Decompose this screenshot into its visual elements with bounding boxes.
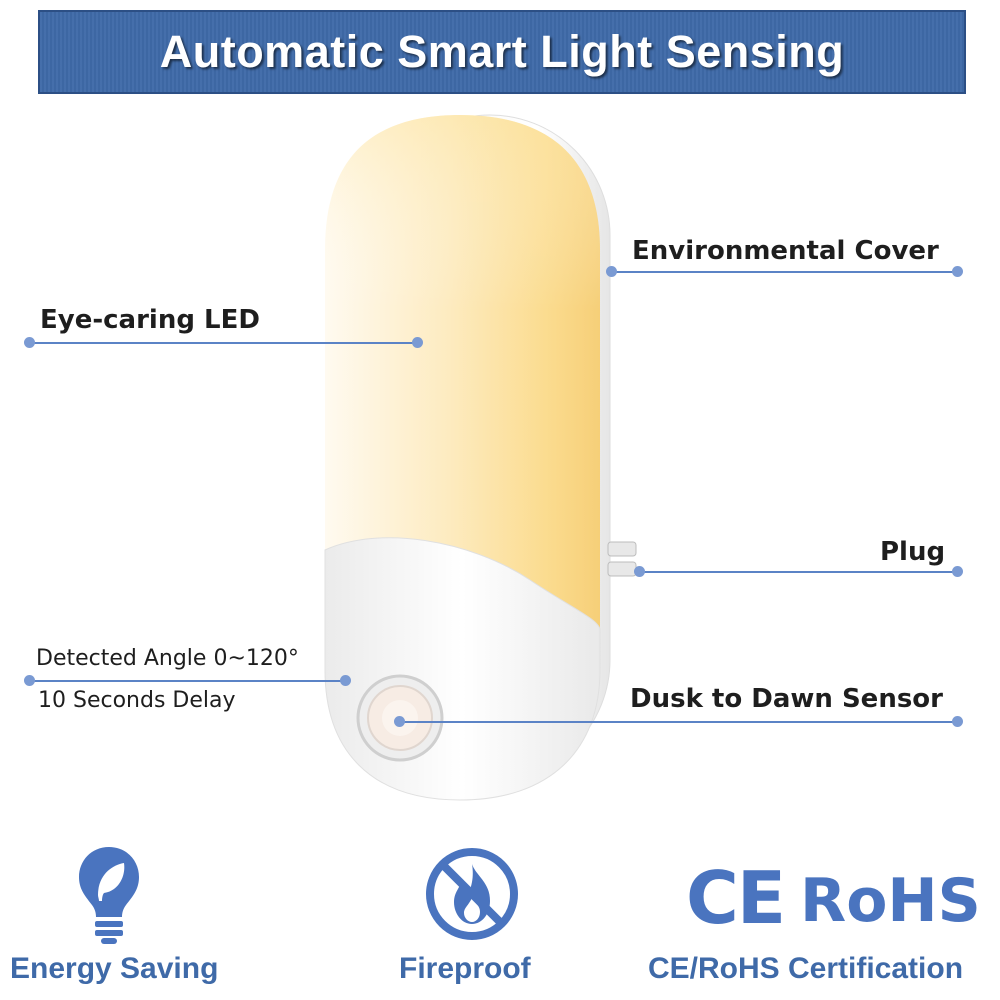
detected-angle-dot-start — [24, 675, 35, 686]
environmental-cover-line — [610, 271, 958, 273]
plug-dot-start — [634, 566, 645, 577]
ce-mark: CE — [686, 856, 786, 940]
environmental-cover-dot-end — [952, 266, 963, 277]
rohs-mark: RoHS — [800, 866, 981, 936]
delay-label: 10 Seconds Delay — [38, 688, 236, 713]
fireproof-label: Fireproof — [399, 952, 531, 985]
eye-caring-led-line — [30, 342, 418, 344]
night-light-product — [324, 114, 637, 801]
no-fire-icon — [426, 848, 518, 940]
eye-caring-led-dot-end — [412, 337, 423, 348]
plug-dot-end — [952, 566, 963, 577]
plug-line — [640, 571, 958, 573]
eye-caring-led-dot-start — [24, 337, 35, 348]
plug-label: Plug — [880, 537, 946, 567]
detected-angle-dot-end — [340, 675, 351, 686]
title-banner: Automatic Smart Light Sensing — [38, 10, 966, 94]
dusk-to-dawn-label: Dusk to Dawn Sensor — [630, 684, 943, 714]
eye-caring-led-label: Eye-caring LED — [40, 305, 260, 335]
dusk-to-dawn-dot-end — [952, 716, 963, 727]
environmental-cover-label: Environmental Cover — [632, 236, 939, 266]
banner-title: Automatic Smart Light Sensing — [159, 26, 845, 77]
detected-angle-line — [30, 680, 346, 682]
dusk-to-dawn-dot-start — [394, 716, 405, 727]
certification-label: CE/RoHS Certification — [648, 952, 964, 985]
environmental-cover-dot-start — [606, 266, 617, 277]
detected-angle-label: Detected Angle 0~120° — [36, 646, 299, 671]
light-bulb-leaf-icon — [79, 847, 139, 944]
energy-saving-label: Energy Saving — [10, 952, 219, 985]
dusk-to-dawn-line — [400, 721, 958, 723]
